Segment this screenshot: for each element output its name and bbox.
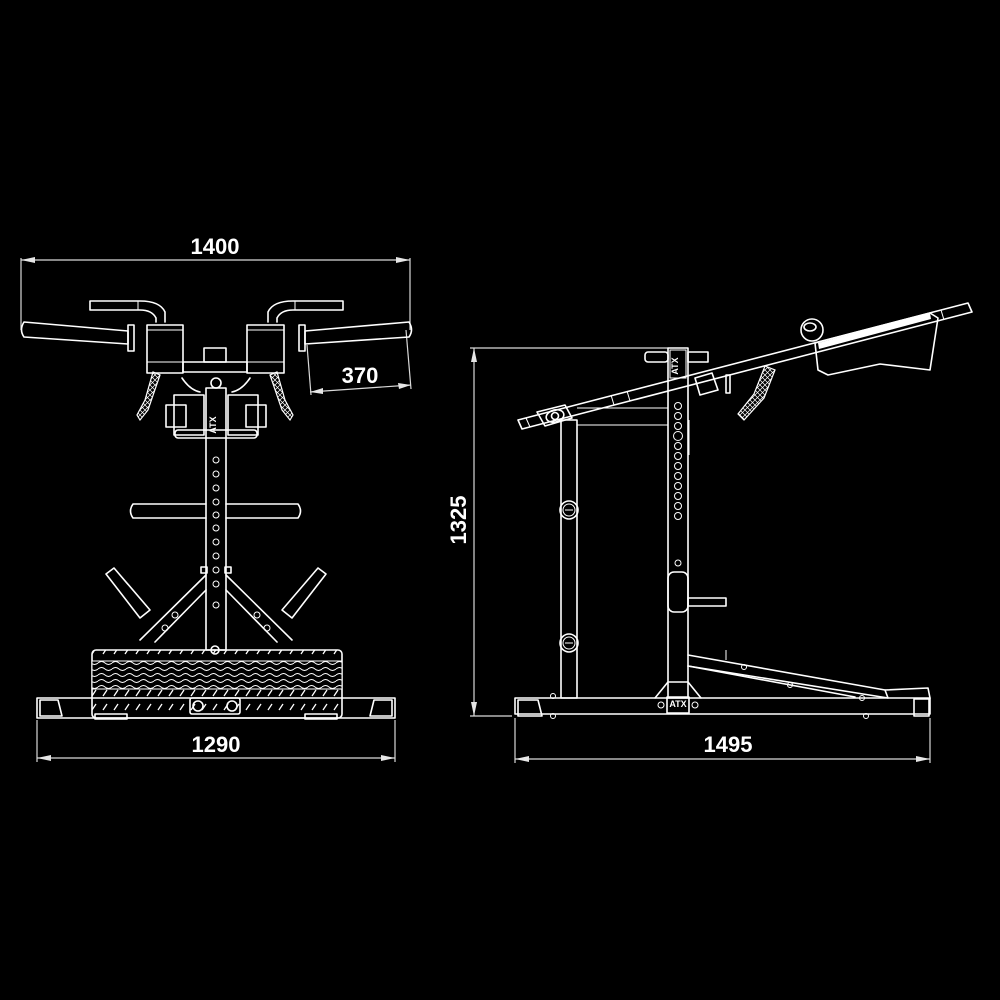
central-upright: ATX [205, 387, 227, 651]
adjustment-holes [212, 456, 220, 609]
dimension-base-width: 1290 [36, 720, 396, 762]
brand-logo-front: ATX [208, 416, 218, 433]
foot-brace [687, 650, 889, 701]
dimension-label-1400: 1400 [191, 234, 240, 259]
angled-plate-horns [105, 566, 327, 643]
dimension-label-370: 370 [342, 363, 379, 388]
lever-arm [517, 302, 973, 430]
dimension-height: 1325 [446, 347, 668, 717]
dimension-label-1325: 1325 [446, 496, 471, 545]
brand-logo-base: ATX [669, 699, 686, 709]
side-adjustment-holes [673, 402, 683, 520]
base-frame-front [36, 697, 396, 720]
lever-housings [146, 324, 285, 389]
plate-storage-bar [129, 503, 302, 519]
dimension-label-1495: 1495 [704, 732, 753, 757]
upper-handles [89, 300, 344, 323]
pivot-assembly [165, 377, 267, 439]
dimension-label-1290: 1290 [192, 732, 241, 757]
brand-logo-side: ATX [670, 357, 680, 374]
dimension-depth: 1495 [514, 718, 931, 763]
main-upright: ATX [644, 347, 727, 699]
dimension-overall-width: 1400 [20, 234, 411, 330]
knurled-handles [136, 371, 294, 422]
side-view: 1325 ATX [446, 302, 973, 763]
dimension-handle-length: 370 [306, 329, 412, 396]
base-frame-side: ATX [514, 681, 931, 719]
rear-upright [559, 407, 668, 699]
grip-bars [20, 321, 413, 352]
side-knurled-handle [737, 365, 776, 421]
base-platform [91, 645, 343, 719]
front-view: 1400 370 [20, 234, 413, 762]
